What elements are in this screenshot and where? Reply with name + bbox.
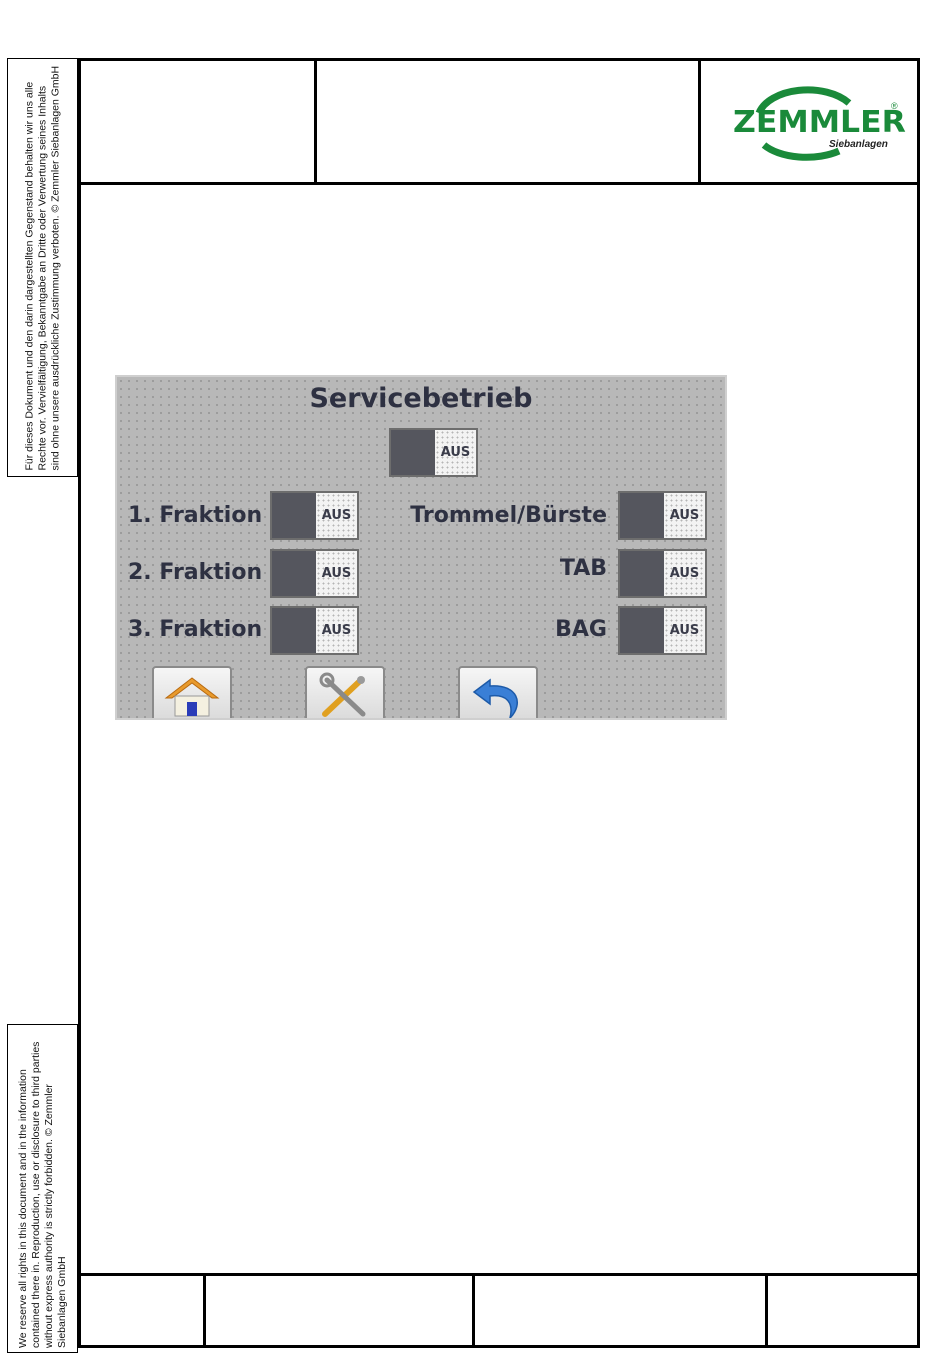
toggle-knob bbox=[620, 608, 664, 653]
toggle-tab[interactable]: AUS bbox=[618, 549, 707, 598]
toggle-state: AUS bbox=[316, 551, 357, 596]
logo-wordmark: ZEMMLER bbox=[733, 105, 906, 140]
header-cell-2 bbox=[317, 61, 701, 182]
toggle-fraction-2[interactable]: AUS bbox=[270, 549, 359, 598]
back-arrow-icon bbox=[472, 678, 519, 718]
hmi-service-screen: Servicebetrieb AUS 1. Fraktion AUS 2. Fr… bbox=[115, 375, 727, 720]
toggle-fraction-1[interactable]: AUS bbox=[270, 491, 359, 540]
title-block-header: ZEMMLER ® Siebanlagen bbox=[81, 61, 917, 185]
label-fraction-2: 2. Fraktion bbox=[128, 560, 263, 585]
service-mode-toggle[interactable]: AUS bbox=[389, 428, 478, 477]
label-fraction-3: 3. Fraktion bbox=[128, 617, 263, 642]
toggle-knob bbox=[272, 493, 316, 538]
logo-registered-mark: ® bbox=[891, 101, 898, 111]
toggle-knob bbox=[620, 493, 664, 538]
toggle-state: AUS bbox=[316, 493, 357, 538]
title-block-footer bbox=[81, 1273, 917, 1345]
back-button[interactable] bbox=[458, 666, 538, 718]
toggle-state: AUS bbox=[664, 493, 705, 538]
logo-subtitle: Siebanlagen bbox=[829, 139, 888, 150]
toggle-bag[interactable]: AUS bbox=[618, 606, 707, 655]
legal-notice-english: We reserve all rights in this document a… bbox=[16, 1041, 68, 1348]
toggle-fraction-3[interactable]: AUS bbox=[270, 606, 359, 655]
toggle-state: AUS bbox=[435, 430, 476, 475]
home-button[interactable] bbox=[152, 666, 232, 718]
label-drum-brush: Trommel/Bürste bbox=[410, 503, 607, 528]
zemmler-logo: ZEMMLER ® Siebanlagen bbox=[729, 81, 906, 161]
toggle-knob bbox=[272, 551, 316, 596]
toggle-knob bbox=[620, 551, 664, 596]
footer-cell-4 bbox=[768, 1276, 917, 1345]
toggle-drum-brush[interactable]: AUS bbox=[618, 491, 707, 540]
document-frame: ZEMMLER ® Siebanlagen bbox=[78, 58, 920, 1348]
header-logo-cell: ZEMMLER ® Siebanlagen bbox=[701, 61, 917, 182]
footer-cell-2 bbox=[206, 1276, 475, 1345]
logo-swoosh-icon bbox=[755, 86, 852, 161]
toggle-state: AUS bbox=[664, 551, 705, 596]
footer-cell-1 bbox=[81, 1276, 206, 1345]
label-tab: TAB bbox=[559, 556, 607, 581]
home-icon bbox=[164, 677, 220, 717]
tools-icon bbox=[319, 672, 366, 717]
toggle-state: AUS bbox=[316, 608, 357, 653]
label-bag: BAG bbox=[555, 617, 607, 642]
hmi-title: Servicebetrieb bbox=[309, 383, 533, 414]
toggle-knob bbox=[272, 608, 316, 653]
legal-notice-german-box: Für dieses Dokument und den darin darges… bbox=[7, 58, 78, 477]
toggle-state: AUS bbox=[664, 608, 705, 653]
legal-notice-german: Für dieses Dokument und den darin darges… bbox=[23, 65, 61, 470]
footer-cell-3 bbox=[475, 1276, 768, 1345]
header-cell-1 bbox=[81, 61, 317, 182]
legal-notice-english-box: We reserve all rights in this document a… bbox=[7, 1024, 78, 1353]
label-fraction-1: 1. Fraktion bbox=[128, 503, 263, 528]
toggle-knob bbox=[391, 430, 435, 475]
service-tools-button[interactable] bbox=[305, 666, 385, 718]
